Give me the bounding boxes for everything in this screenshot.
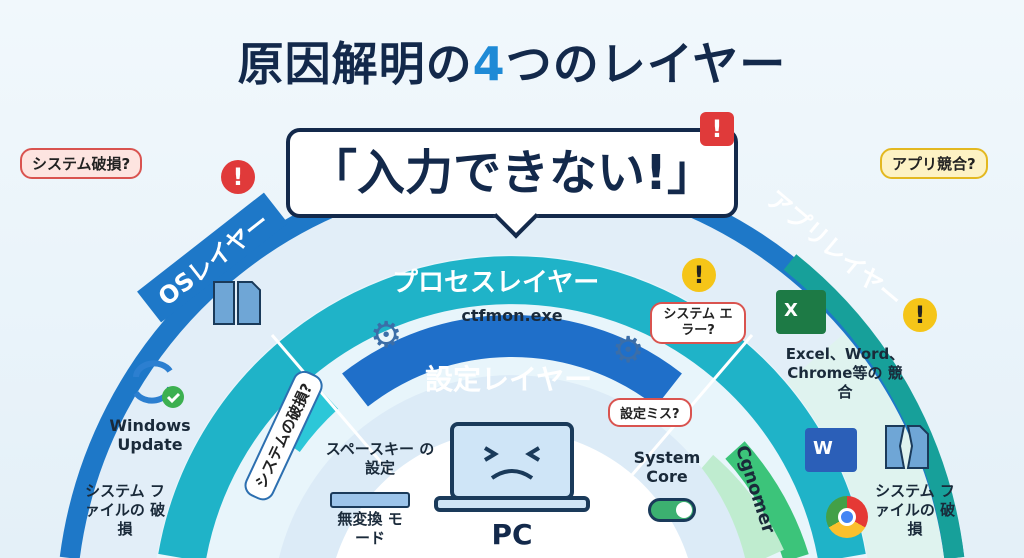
windows-update-label: Windows Update xyxy=(109,416,191,454)
word-icon: W xyxy=(805,428,857,472)
speech-bubble: 「入力できない!」 xyxy=(286,128,738,218)
process-ring xyxy=(158,256,866,558)
warning-icon: ! xyxy=(903,298,937,332)
toggle-switch[interactable] xyxy=(648,498,696,522)
app-system-files-label: システム ファイルの 破損 xyxy=(874,482,956,538)
broken-file-icon xyxy=(213,281,261,325)
app-conflict-label: Excel、Word、 Chrome等の 競合 xyxy=(785,345,905,401)
pc-label: PC xyxy=(491,518,533,551)
warning-icon: ! xyxy=(682,258,716,292)
warning-icon: ! xyxy=(700,112,734,146)
system-core-label: System Core xyxy=(633,448,701,486)
sad-laptop-icon xyxy=(434,422,590,512)
setting-issue-tag: 設定ミス? xyxy=(608,398,692,427)
update-sync-icon xyxy=(133,360,184,408)
os-system-files-label: システム ファイルの 破損 xyxy=(84,482,166,538)
gear-icon: ⚙ xyxy=(612,330,645,371)
excel-icon: X xyxy=(776,290,826,334)
broken-file-icon xyxy=(885,425,929,469)
muhenkan-mode-label: 無変換 モード xyxy=(337,510,403,547)
app-issue-tag: アプリ競合? xyxy=(880,148,988,179)
chrome-icon xyxy=(826,496,868,538)
process-layer-label: プロセスレイヤー xyxy=(392,268,600,298)
setting-ring xyxy=(342,314,682,407)
process-issue-tag: システム エラー? xyxy=(650,302,746,344)
warning-icon: ! xyxy=(221,160,255,194)
space-key-setting-label: スペースキー の設定 xyxy=(325,440,435,477)
os-issue-tag: システム破損? xyxy=(20,148,143,179)
page-title: 原因解明の4つのレイヤー xyxy=(237,37,787,91)
keyboard-key-icon xyxy=(330,492,410,508)
setting-layer-label: 設定レイヤー xyxy=(425,363,593,396)
ctfmon-label: ctfmon.exe xyxy=(461,306,563,325)
gear-icon: ⚙ xyxy=(370,315,403,356)
app-green-ring xyxy=(725,441,809,558)
